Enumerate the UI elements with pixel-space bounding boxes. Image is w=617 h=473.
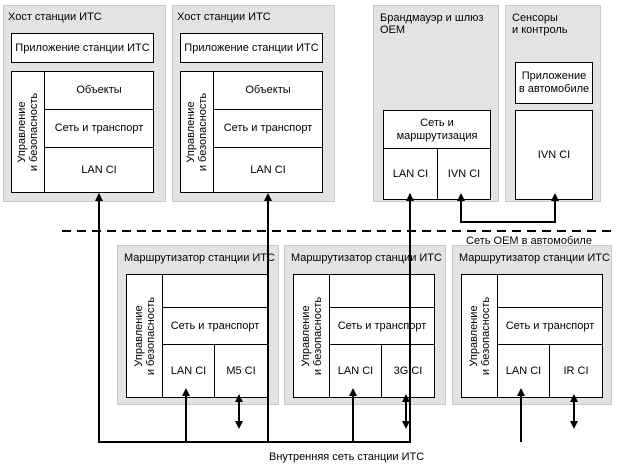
router-station-3: Маршрутизатор станции ИТС Управление и б… — [452, 245, 612, 405]
comm-ci-cell: M5 CI — [226, 364, 256, 377]
host-station-2: Хост станции ИТС Приложение станции ИТС … — [172, 5, 335, 202]
sensors-control: Сенсоры и контроль Приложение в автомоби… — [505, 5, 601, 202]
network-cell: Сеть и транспорт — [498, 307, 602, 345]
stack-box: Управление и безопасность Объекты Сеть и… — [180, 71, 323, 193]
router-station-1: Маршрутизатор станции ИТС Управление и б… — [117, 245, 279, 405]
vehicle-app-box: Приложение в автомобиле — [515, 62, 593, 104]
mgmt-column: Управление и безопасность — [462, 275, 498, 397]
internal-network-label: Внутренняя сеть станции ИТС — [269, 451, 425, 463]
lan-ci-cell: LAN CI — [330, 345, 382, 397]
routing-cell: Сеть и маршрутизация — [384, 111, 490, 149]
router-title: Маршрутизатор станции ИТС — [124, 252, 275, 264]
internal-network-bus — [98, 194, 411, 443]
router-title: Маршрутизатор станции ИТС — [291, 252, 442, 264]
firewall-gateway: Брандмауэр и шлюз OEM Сеть и маршрутизац… — [373, 5, 499, 202]
sensors-title: Сенсоры и контроль — [512, 12, 568, 36]
stack-box: Управление и безопасность Объекты Сеть и… — [11, 71, 154, 193]
oem-network-bus — [460, 197, 556, 223]
comm-ci-cell: IR CI — [563, 364, 589, 377]
app-box: Приложение станции ИТС — [11, 33, 154, 63]
firewall-stack: Сеть и маршрутизация LAN CI IVN CI — [383, 110, 491, 200]
mgmt-column: Управление и безопасность — [12, 72, 45, 192]
lan-ci-cell: LAN CI — [81, 163, 117, 176]
ivn-ci-box: IVN CI — [515, 110, 593, 200]
app-box: Приложение станции ИТС — [180, 33, 323, 63]
network-cell: Сеть и транспорт — [330, 307, 434, 345]
objects-cell: Объекты — [214, 72, 322, 110]
router-stack: Управление и безопасность Сеть и транспо… — [293, 274, 435, 398]
host-title: Хост станции ИТС — [8, 11, 102, 23]
network-cell: Сеть и транспорт — [214, 110, 322, 148]
lan-ci-cell: LAN CI — [250, 163, 286, 176]
mgmt-column: Управление и безопасность — [181, 72, 214, 192]
firewall-title: Брандмауэр и шлюз OEM — [380, 12, 484, 36]
oem-network-label: Сеть OEM в автомобиле — [466, 235, 592, 247]
lan-ci-cell: LAN CI — [384, 149, 438, 199]
ivn-ci-cell: IVN CI — [447, 167, 481, 180]
router-station-2: Маршрутизатор станции ИТС Управление и б… — [284, 245, 446, 405]
lan-ci-cell: LAN CI — [498, 345, 550, 397]
host-title: Хост станции ИТС — [177, 11, 271, 23]
network-cell: Сеть и транспорт — [45, 110, 153, 148]
router-stack: Управление и безопасность Сеть и транспо… — [126, 274, 268, 398]
comm-ci-cell: 3G CI — [393, 364, 423, 377]
host-station-1: Хост станции ИТС Приложение станции ИТС … — [3, 5, 166, 202]
router-stack: Управление и безопасность Сеть и транспо… — [461, 274, 603, 398]
mgmt-column: Управление и безопасность — [294, 275, 330, 397]
network-cell: Сеть и транспорт — [163, 307, 267, 345]
objects-cell: Объекты — [45, 72, 153, 110]
mgmt-column: Управление и безопасность — [127, 275, 163, 397]
router-title: Маршрутизатор станции ИТС — [459, 252, 610, 264]
lan-ci-cell: LAN CI — [163, 345, 215, 397]
